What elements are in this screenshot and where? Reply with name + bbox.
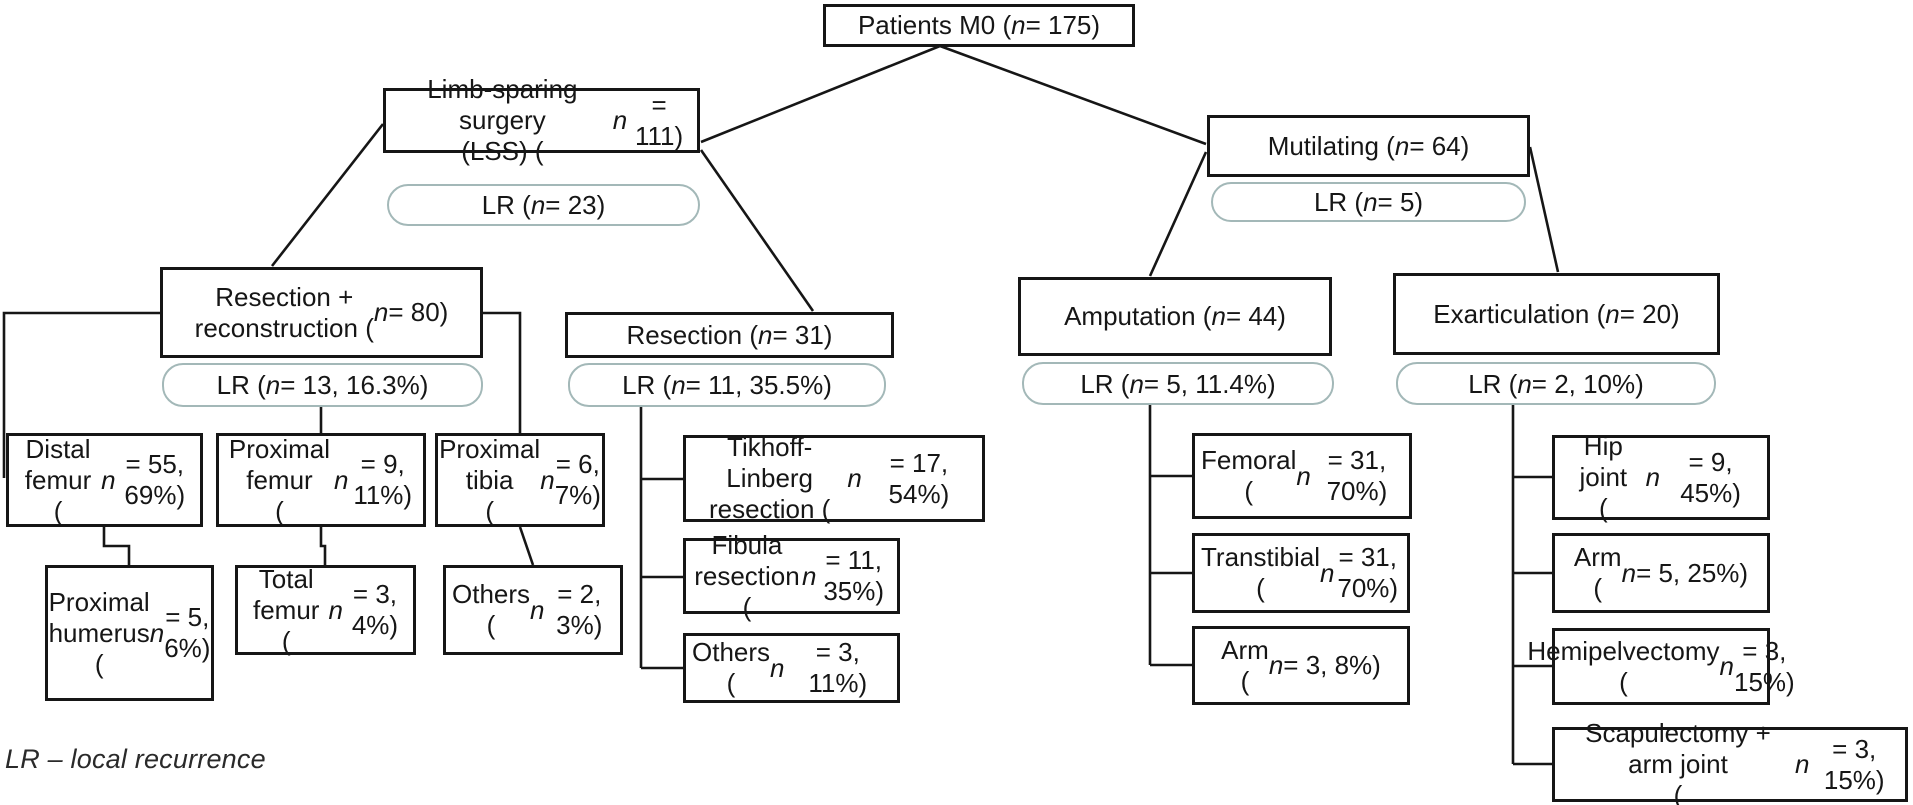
box-proximal-tibia: Proximal tibia(n = 6, 7%) — [435, 433, 605, 527]
lr-badge-mutilating: LR (n = 5) — [1211, 182, 1526, 222]
box-others-lss: Others(n = 2, 3%) — [443, 565, 623, 655]
box-femoral: Femoral(n = 31, 70%) — [1192, 433, 1412, 519]
box-hip-joint: Hip joint(n = 9, 45%) — [1552, 431, 1770, 523]
box-amputation: Amputation (n = 44) — [1018, 277, 1332, 356]
box-mutilating: Mutilating (n = 64) — [1207, 115, 1530, 177]
lr-badge-amputation: LR (n = 5, 11.4%) — [1022, 362, 1334, 405]
box-limb-sparing-surgery: Limb-sparing surgery(LSS) (n = 111) — [383, 74, 700, 166]
box-resection: Resection (n = 31) — [565, 312, 894, 358]
box-patients-m0: Patients M0 (n = 175) — [823, 4, 1135, 47]
box-distal-femur: Distal femur(n = 55, 69%) — [6, 433, 203, 527]
box-transtibial: Transtibial(n = 31, 70%) — [1192, 533, 1410, 613]
legend-lr-abbreviation: LR – local recurrence — [5, 744, 266, 774]
box-others-resection: Others(n = 3, 11%) — [683, 633, 900, 703]
box-total-femur: Total femur(n = 3, 4%) — [235, 564, 416, 656]
box-arm-amputation: Arm(n = 3, 8%) — [1192, 626, 1410, 705]
lr-badge-resection: LR (n = 11, 35.5%) — [568, 363, 886, 407]
lr-badge-exarticulation: LR (n = 2, 10%) — [1396, 362, 1716, 405]
lr-badge-resection-reconstruction: LR (n = 13, 16.3%) — [162, 363, 483, 407]
lr-badge-lss: LR (n = 23) — [387, 184, 700, 226]
box-proximal-femur: Proximal femur(n = 9, 11%) — [216, 433, 426, 527]
box-scapulectomy-arm-joint: Scapulectomy + arm joint(n = 3, 15%) — [1552, 718, 1908, 805]
box-resection-reconstruction: Resection +reconstruction (n = 80) — [160, 267, 483, 358]
box-arm-exarticulation: Arm(n = 5, 25%) — [1552, 533, 1770, 613]
box-fibula-resection: Fibula resection(n = 11, 35%) — [683, 530, 900, 622]
box-exarticulation: Exarticulation (n = 20) — [1393, 273, 1720, 355]
box-hemipelvectomy: Hemipelvectomy(n = 3, 15%) — [1527, 628, 1795, 705]
